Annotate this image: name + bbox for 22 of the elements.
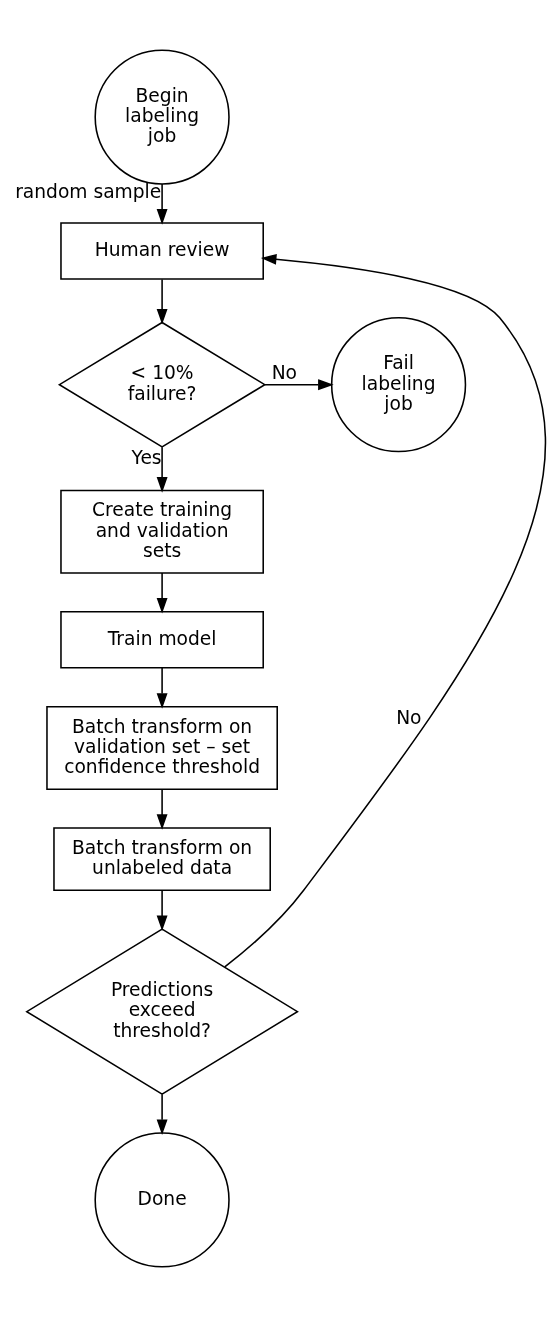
edge-label: No	[271, 362, 298, 384]
node-diamond: < 10% failure?	[57, 321, 267, 448]
edge-label: Yes	[131, 446, 162, 468]
arrow	[156, 789, 168, 830]
node-box: Create training and validation sets	[60, 489, 264, 574]
arrow	[156, 446, 168, 493]
node-diamond: Predictions exceed threshold?	[25, 928, 299, 1095]
node-box: Batch transform on validation set – set confidence threshold	[46, 705, 278, 790]
node-box: Train model	[60, 611, 264, 669]
edge-label: No	[396, 706, 422, 728]
arrow	[156, 183, 168, 225]
node-circle: Done	[94, 1132, 230, 1268]
arrow	[156, 1093, 168, 1136]
arrow	[156, 572, 168, 614]
arrow	[156, 278, 168, 325]
node-box: Human review	[60, 222, 264, 280]
node-box: Batch transform on unlabeled data	[53, 827, 271, 892]
node-circle: Fail labeling job	[330, 317, 467, 453]
arrow	[156, 667, 168, 709]
arrow	[264, 379, 334, 391]
arrow	[224, 253, 547, 968]
arrow	[156, 890, 168, 931]
